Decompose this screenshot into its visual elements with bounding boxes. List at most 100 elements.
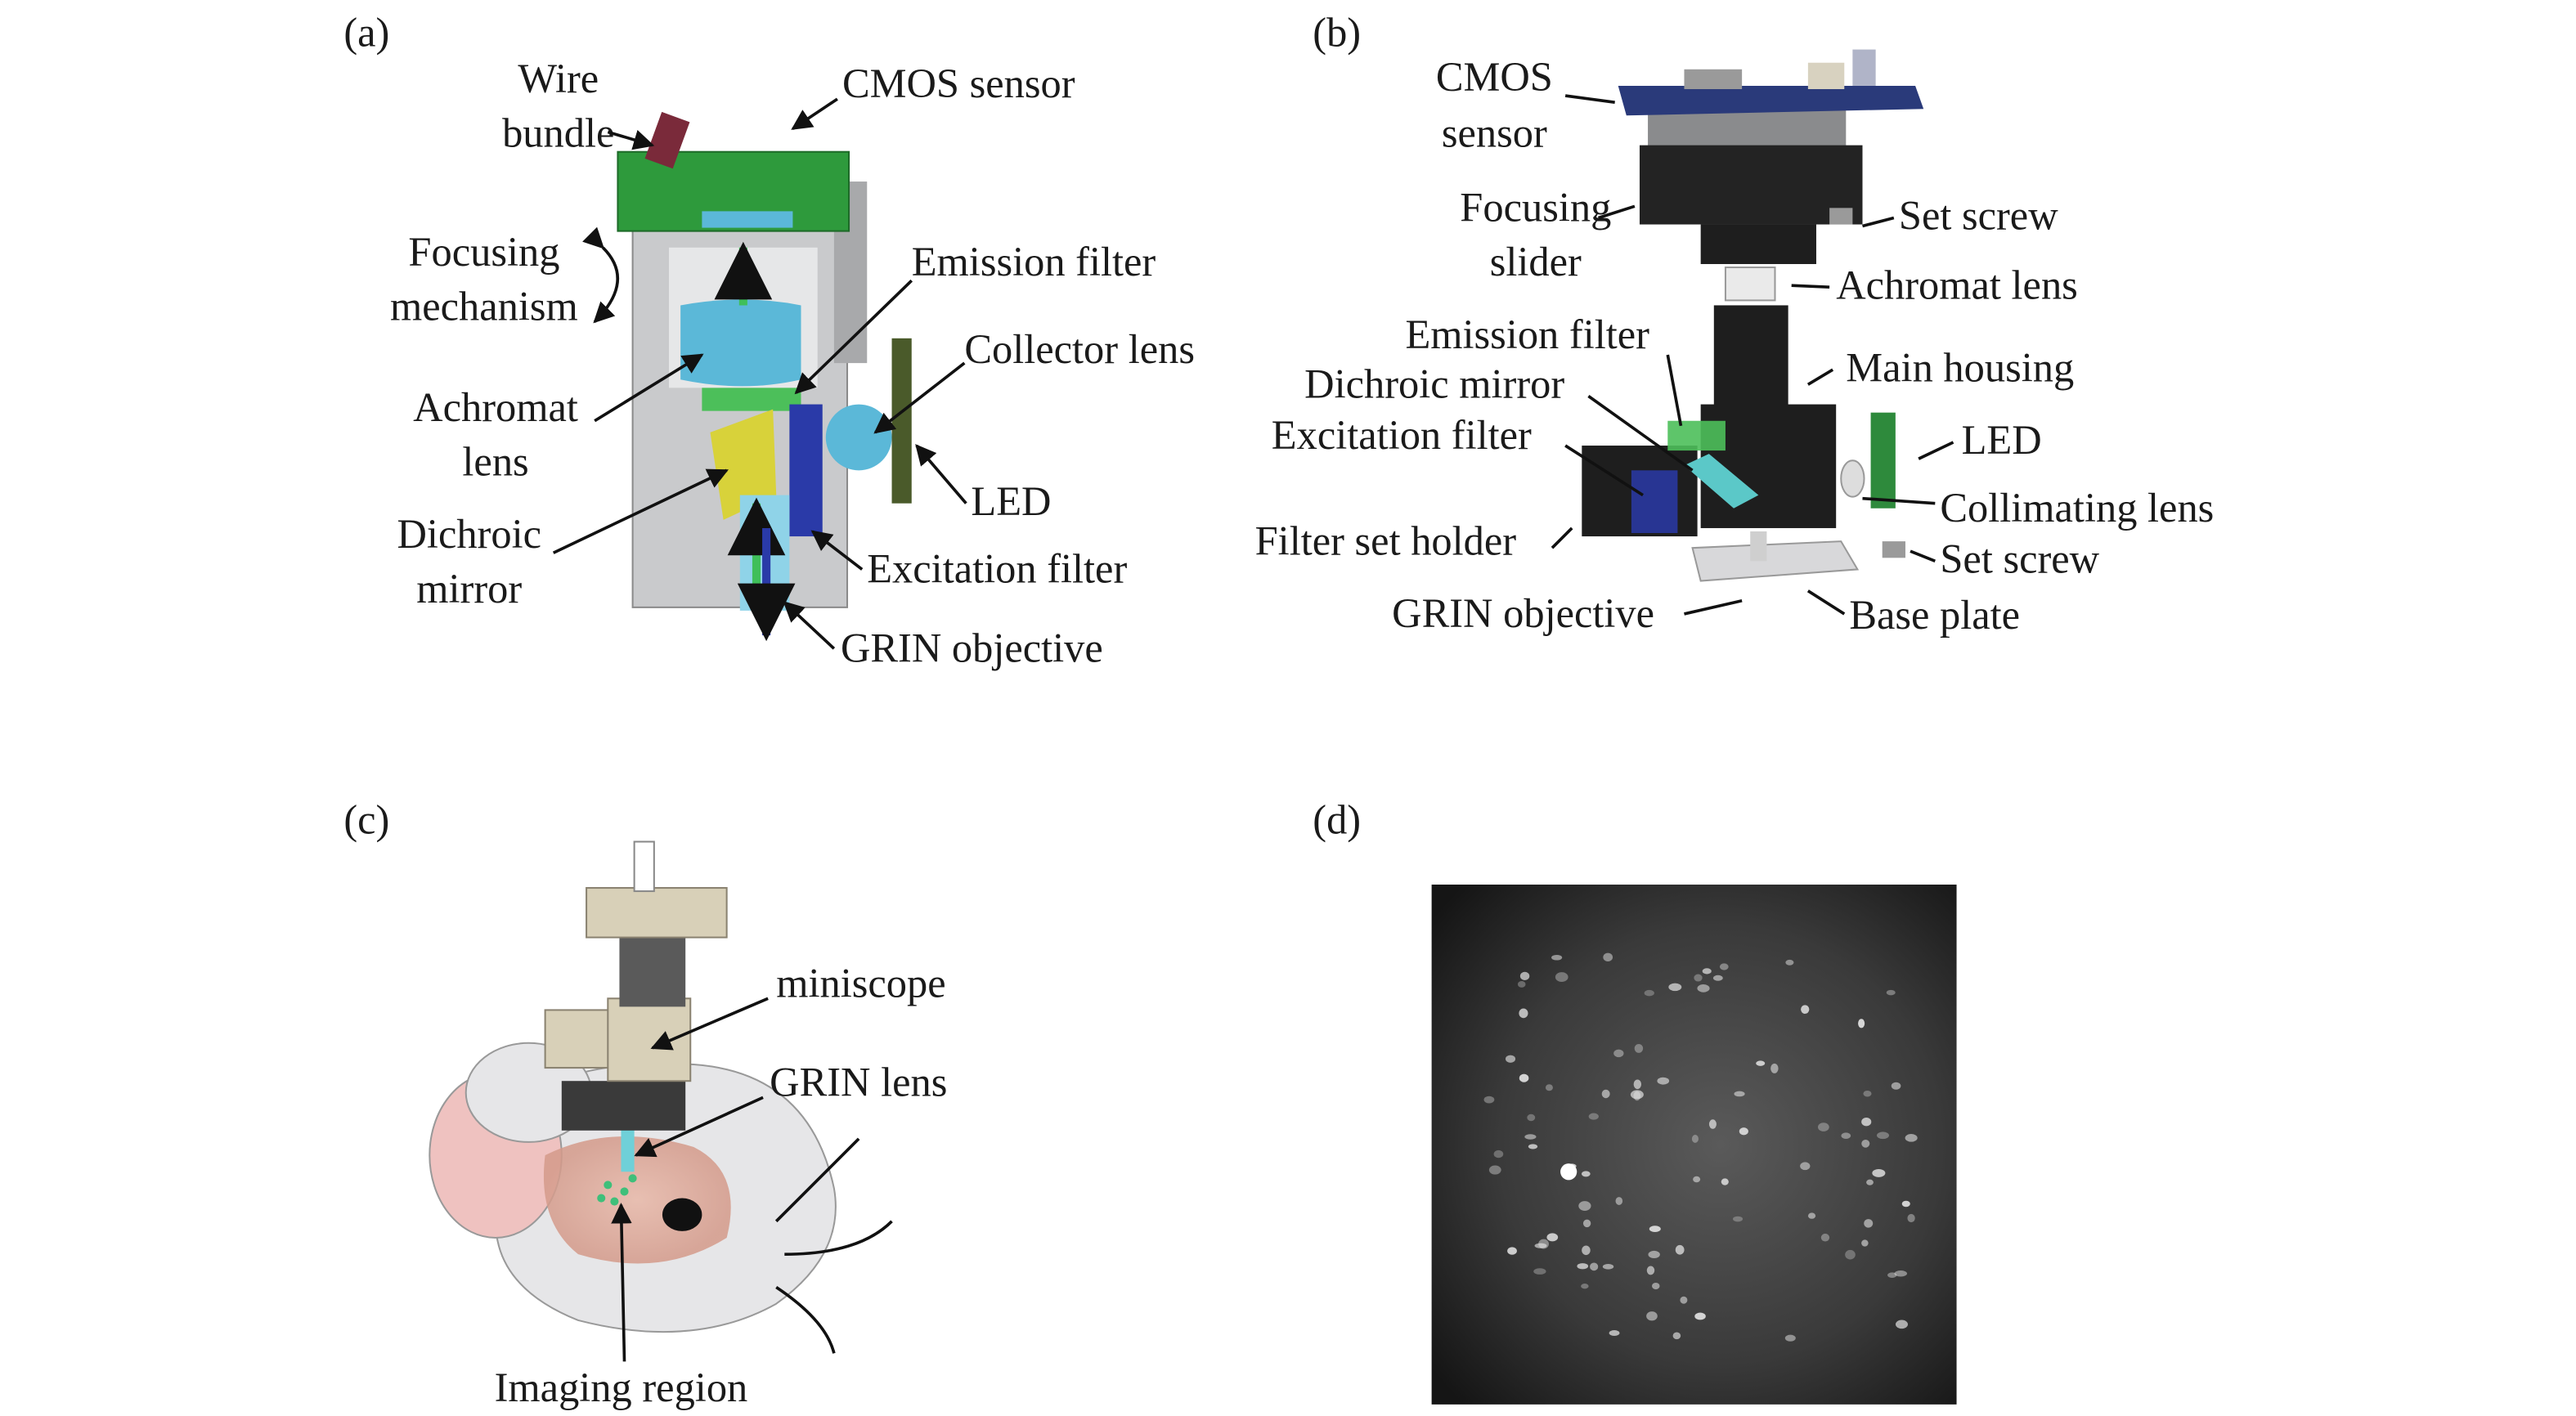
fluorescent-cell — [1507, 1247, 1517, 1255]
fluorescent-cell — [1861, 1239, 1869, 1247]
fluorescent-cell — [1519, 1073, 1529, 1082]
fluorescent-cell — [1734, 1091, 1745, 1097]
baseplate-spring — [561, 1081, 686, 1131]
fluorescent-cell — [1721, 1178, 1729, 1185]
panel-b: (b) CMOS sensor Focusing — [1255, 10, 2215, 639]
fluorescent-cell — [1895, 1320, 1908, 1329]
fluorescent-cell — [1756, 1060, 1766, 1066]
fluorescent-cell — [1538, 1239, 1549, 1249]
label-dichroic-mirror: Dichroic mirror — [1304, 361, 1564, 406]
fluorescent-cell — [1702, 968, 1712, 975]
miniscope-cross-section-drawing — [582, 111, 912, 642]
fluorescent-cell — [1603, 952, 1613, 962]
mouse-eye — [662, 1198, 702, 1231]
label-grin-objective: GRIN objective — [841, 625, 1103, 670]
emission-filter-shape — [1667, 420, 1726, 451]
set-screw-shape — [1829, 208, 1853, 225]
main-housing-shape — [1713, 305, 1788, 421]
fluorescent-cell — [1546, 1233, 1559, 1242]
dichroic-mirror-shape — [1684, 454, 1759, 509]
label-emission-filter: Emission filter — [1405, 311, 1649, 357]
label-collector-lens: Collector lens — [964, 326, 1195, 372]
fluorescent-cell — [1613, 1049, 1624, 1058]
grin-lens-shape — [621, 1122, 635, 1172]
fluorescent-cell — [1861, 1118, 1872, 1127]
fluorescent-cell — [1633, 1079, 1642, 1090]
fluorescent-cell — [1691, 1135, 1699, 1143]
panel-label-b: (b) — [1313, 10, 1361, 56]
cmos-pcb — [1618, 85, 1924, 116]
fluorescent-cell — [1901, 1200, 1910, 1208]
label-excitation-filter: Excitation filter — [867, 546, 1127, 592]
fluorescent-cell — [1739, 1127, 1748, 1136]
fluorescent-cell — [1601, 1089, 1610, 1099]
label-achromat-lens-2: lens — [462, 438, 528, 484]
fluorescent-cell — [1817, 1122, 1829, 1131]
fluorescent-cell — [1694, 1312, 1706, 1320]
fluorescent-cell — [1582, 1245, 1591, 1256]
fluorescent-cell — [1533, 1268, 1546, 1275]
focusing-slider-shape — [1639, 145, 1863, 225]
fluorescent-cell — [1719, 963, 1729, 970]
label-achromat-lens-1: Achromat — [413, 384, 578, 430]
fluorescent-cell — [1886, 989, 1896, 996]
panel-b-labels: CMOS sensor Focusing slider Set screw Ac… — [1255, 54, 2215, 638]
fluorescent-cell — [1672, 1332, 1681, 1340]
fluorescent-cell — [1555, 972, 1568, 983]
fluorescent-cell — [1905, 1134, 1918, 1142]
fluorescent-cell — [1505, 1055, 1516, 1063]
label-grin-objective: GRIN objective — [1392, 590, 1654, 636]
fluorescent-cell — [1534, 1243, 1547, 1248]
fluorescent-cell — [1609, 1330, 1620, 1336]
calcium-imaging-field-of-view — [1431, 884, 1957, 1405]
fluorescent-cell — [1581, 1284, 1589, 1289]
fluorescent-cell — [1648, 1250, 1660, 1259]
fluorescent-cell — [1694, 974, 1703, 982]
fluorescent-cell — [1615, 1197, 1623, 1205]
excitation-filter-shape — [1631, 470, 1678, 534]
fluorescent-cell — [1841, 1132, 1851, 1140]
fluorescent-cell — [1488, 1165, 1501, 1175]
panel-a-leader-arrows — [552, 97, 967, 650]
fluorescent-cells — [1483, 952, 1918, 1342]
fluorescent-cell — [1891, 1082, 1901, 1090]
fluorescent-cell — [1785, 959, 1794, 966]
label-set-screw-bottom: Set screw — [1940, 535, 2099, 581]
panel-c: (c) miniscope GRIN lens Imaging region — [343, 796, 947, 1409]
fluorescent-cell — [1858, 1019, 1865, 1028]
wire-bundle — [644, 111, 690, 169]
fluorescent-cell — [1519, 971, 1530, 980]
fluorescent-cell — [1483, 1096, 1495, 1104]
fluorescent-cell — [1693, 1176, 1701, 1183]
label-led: LED — [971, 478, 1051, 524]
fluorescent-cell — [1907, 1213, 1915, 1223]
fluorescent-cell — [1527, 1114, 1536, 1122]
fluorescent-cell — [1697, 984, 1710, 993]
label-collimating-lens: Collimating lens — [1940, 485, 2214, 531]
fluorescent-cell — [1861, 1140, 1870, 1148]
fluorescent-cell — [1551, 954, 1563, 961]
fluorescent-cell — [1519, 1008, 1528, 1019]
label-filter-set-holder: Filter set holder — [1255, 518, 1517, 563]
fluorescent-cell — [1872, 1168, 1886, 1177]
fluorescent-cell — [1602, 1264, 1614, 1270]
fluorescent-cell — [1657, 1077, 1670, 1085]
fluorescent-cell — [1876, 1131, 1890, 1140]
fluorescent-cell — [1770, 1063, 1779, 1073]
label-focusing-mechanism-1: Focusing — [408, 229, 559, 275]
fluorescent-cell — [1630, 1090, 1644, 1100]
label-wire-bundle-1: Wire — [518, 56, 599, 101]
label-main-housing: Main housing — [1846, 344, 2074, 390]
label-cmos-sensor-1: CMOS — [1436, 54, 1553, 100]
label-cmos-sensor-2: sensor — [1442, 110, 1547, 156]
fluorescent-cell — [1845, 1249, 1856, 1260]
fluorescent-cell — [1894, 1270, 1908, 1277]
label-miniscope: miniscope — [776, 960, 945, 1006]
fluorescent-cell — [1649, 1226, 1661, 1232]
fluorescent-cell — [1863, 1090, 1872, 1097]
led-board-shape — [1870, 412, 1896, 509]
fluorescent-cell — [1634, 1043, 1644, 1053]
fluorescent-cell — [1646, 1311, 1658, 1321]
fluorescent-cell — [1524, 1134, 1537, 1140]
miniscope-exploded-view-drawing — [1582, 49, 1924, 582]
